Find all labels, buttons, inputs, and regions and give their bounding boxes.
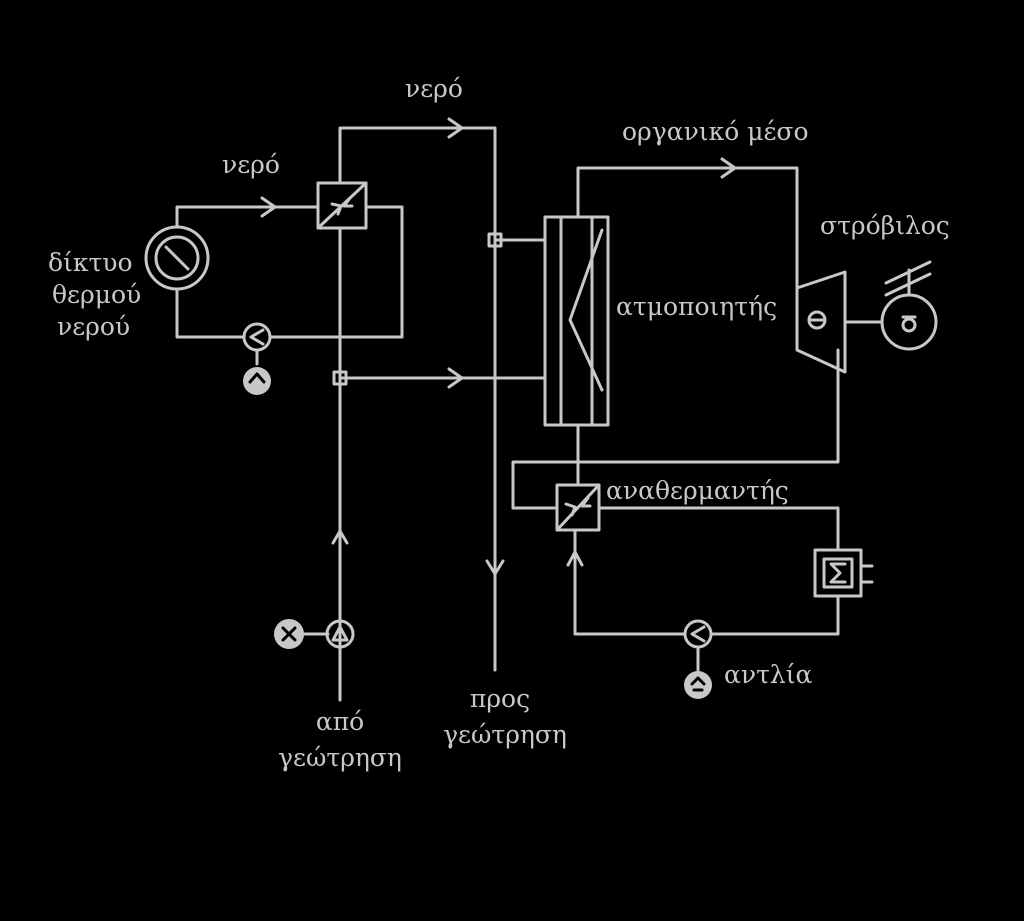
pump-to-reheater-pipe (573, 528, 687, 636)
junction-node-upper (487, 232, 503, 248)
label-from-well-2: γεώτρηση (278, 743, 402, 772)
district-return-pipe-2 (268, 205, 404, 339)
turbine-icon (795, 270, 847, 374)
arrow-geo-feed (447, 367, 464, 389)
arrow-to-well (485, 559, 505, 576)
district-heating-consumer-icon (144, 225, 210, 291)
reheater-to-condenser-pipe (597, 506, 840, 552)
junction-node-lower (332, 370, 348, 386)
circulation-pump-icon (242, 322, 272, 366)
feed-pump-motor-icon (274, 619, 304, 649)
district-heat-exchanger-icon (316, 181, 368, 230)
arrow-water-top (447, 117, 464, 139)
arrow-from-well (331, 529, 349, 545)
pipes (175, 126, 884, 702)
circulation-pump-motor-icon (243, 367, 271, 395)
label-to-well-2: γεώτρηση (443, 720, 567, 749)
label-water-top: νερό (405, 74, 463, 103)
arrow-pump-return (566, 550, 584, 567)
organic-pump-motor-icon (684, 671, 712, 699)
label-water-left: νερό (222, 150, 280, 179)
condenser-to-pump-pipe (709, 594, 840, 636)
flow-arrows (260, 117, 737, 576)
evaporator-icon (543, 215, 610, 427)
generator-icon (880, 260, 938, 351)
label-turbine: στρόβιλος (820, 211, 950, 240)
label-district-heating-2: θερμού (52, 280, 142, 309)
organic-to-turbine-pipe (576, 166, 799, 290)
label-evaporator: ατμοποιητής (616, 292, 778, 321)
feed-pump-icon (325, 619, 355, 649)
label-district-heating-3: νερού (57, 312, 131, 341)
reheater-icon (555, 483, 601, 532)
label-organic-medium: οργανικό μέσο (622, 117, 809, 146)
condenser-icon (813, 548, 874, 598)
organic-pump-icon (683, 619, 713, 672)
arrow-organic (720, 157, 737, 179)
label-district-heating-1: δίκτυο (48, 248, 133, 277)
arrow-district-supply (260, 196, 277, 218)
label-from-well-1: από (315, 707, 365, 736)
district-return-pipe (175, 288, 246, 339)
turbine-exhaust-pipe (511, 348, 840, 510)
label-to-well-1: προς (469, 684, 531, 713)
water-top-pipe (338, 126, 547, 242)
label-reheater: αναθερμαντής (606, 476, 789, 505)
label-pump: αντλία (724, 660, 813, 689)
district-supply-pipe (175, 205, 320, 229)
